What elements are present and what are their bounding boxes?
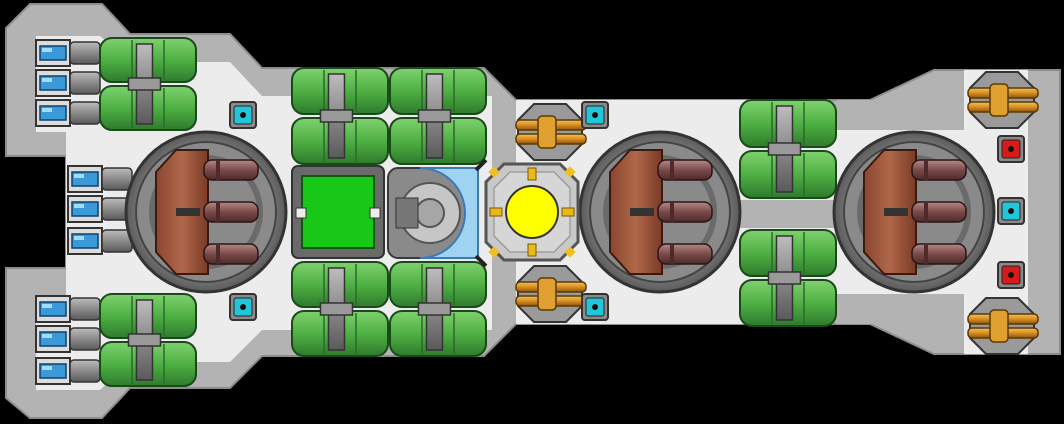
fuel-tank-icon[interactable]	[389, 67, 487, 165]
thruster-icon[interactable]	[35, 69, 101, 97]
hull-corridor	[836, 294, 964, 324]
fuel-tank-icon[interactable]	[99, 37, 197, 131]
warning-node-icon[interactable]	[997, 135, 1025, 163]
node-group	[229, 101, 1025, 321]
thruster-icon[interactable]	[35, 39, 101, 67]
turret-icon[interactable]	[515, 103, 587, 161]
thruster-icon[interactable]	[67, 165, 133, 193]
fuel-tank-icon[interactable]	[739, 229, 837, 327]
core-icon[interactable]	[484, 162, 580, 262]
thruster-icon[interactable]	[35, 99, 101, 127]
thruster-icon[interactable]	[67, 227, 133, 255]
fuel-tank-icon[interactable]	[99, 293, 197, 387]
thruster-icon[interactable]	[35, 295, 101, 323]
fuel-tank-icon[interactable]	[739, 99, 837, 199]
reactor-icon[interactable]	[832, 130, 996, 294]
turret-icon[interactable]	[515, 265, 587, 323]
hull-corridor	[740, 200, 840, 228]
sensor-node-icon[interactable]	[229, 101, 257, 129]
thruster-icon[interactable]	[35, 325, 101, 353]
thruster-icon[interactable]	[67, 195, 133, 223]
fuel-tank-icon[interactable]	[389, 261, 487, 357]
fuel-tank-group	[99, 37, 837, 387]
sensor-node-icon[interactable]	[581, 101, 609, 129]
turret-icon[interactable]	[967, 297, 1039, 355]
gyroscope-icon[interactable]	[387, 158, 488, 268]
cockpit-icon[interactable]	[291, 165, 385, 259]
warning-node-icon[interactable]	[997, 261, 1025, 289]
fuel-tank-icon[interactable]	[291, 261, 389, 357]
hull-corridor	[836, 100, 964, 130]
thruster-icon[interactable]	[35, 357, 101, 385]
reactor-group	[124, 130, 996, 294]
sensor-node-icon[interactable]	[581, 293, 609, 321]
turret-group	[515, 71, 1039, 355]
reactor-icon[interactable]	[124, 130, 288, 294]
sensor-node-icon[interactable]	[997, 197, 1025, 225]
sensor-node-icon[interactable]	[229, 293, 257, 321]
turret-icon[interactable]	[967, 71, 1039, 129]
reactor-icon[interactable]	[578, 130, 742, 294]
thruster-group	[35, 39, 133, 385]
fuel-tank-icon[interactable]	[291, 67, 389, 165]
